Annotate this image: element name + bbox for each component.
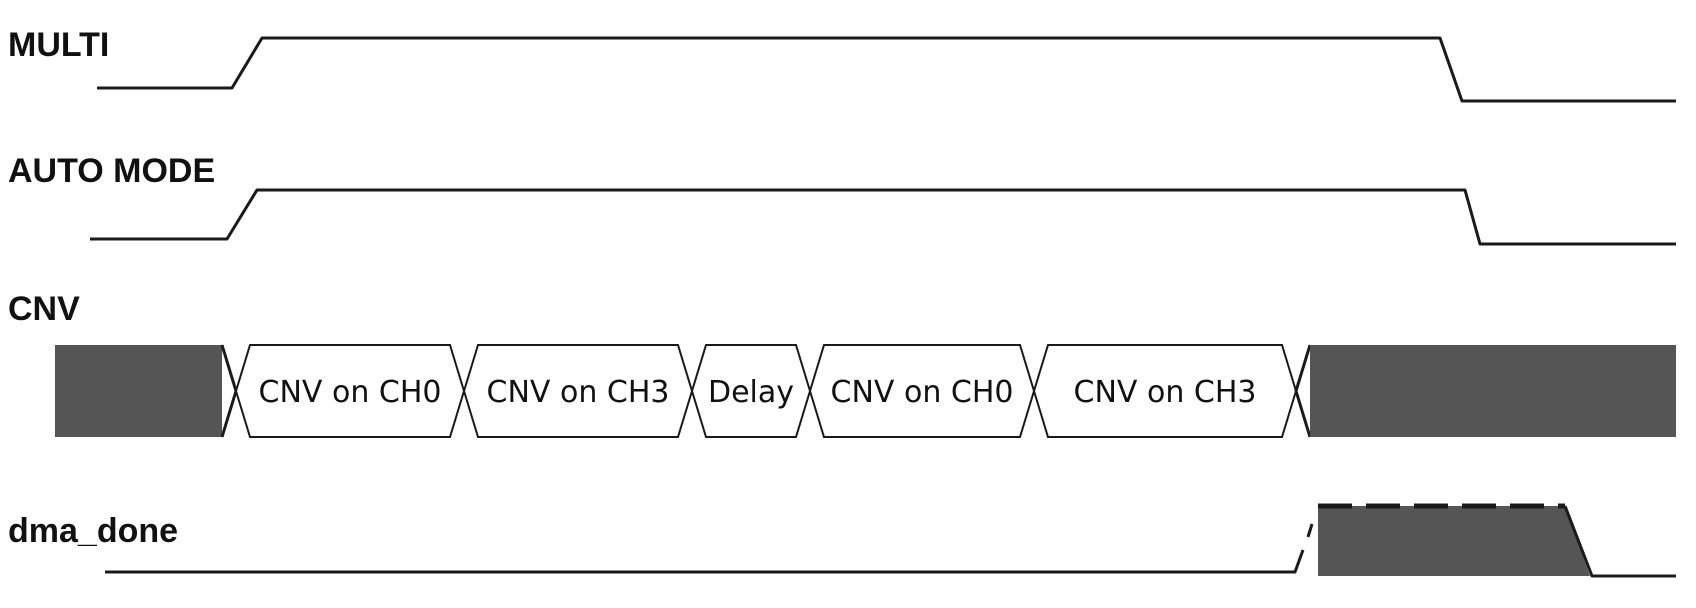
dma-done-waveform-low <box>105 549 1305 574</box>
dma-done-label: dma_done <box>8 512 178 550</box>
auto-mode-waveform <box>90 188 1676 246</box>
cnv-phase-label: CNV on CH3 <box>1074 375 1257 410</box>
cnv-phase-label: Delay <box>708 375 794 410</box>
dma-done-pulse <box>1318 506 1590 576</box>
cnv-label: CNV <box>8 290 80 328</box>
multi-waveform <box>97 36 1676 103</box>
dma-done-rising-edge <box>1306 523 1314 538</box>
cnv-phase-label: CNV on CH0 <box>259 375 442 410</box>
auto-mode-label: AUTO MODE <box>8 152 215 190</box>
cnv-phase-label: CNV on CH0 <box>831 375 1014 410</box>
multi-label: MULTI <box>8 26 109 64</box>
dma-done-waveform-tail <box>1563 505 1676 578</box>
cnv-bus-outline-start <box>220 344 238 438</box>
cnv-phase-group: CNV on CH0 CNV on CH3 Delay CNV on CH0 CNV o… <box>234 344 1298 438</box>
cnv-bus-outline-end <box>1294 344 1312 438</box>
cnv-idle-block-end <box>1310 345 1676 437</box>
cnv-idle-block-start <box>55 345 222 437</box>
cnv-phase-label: CNV on CH3 <box>487 375 670 410</box>
